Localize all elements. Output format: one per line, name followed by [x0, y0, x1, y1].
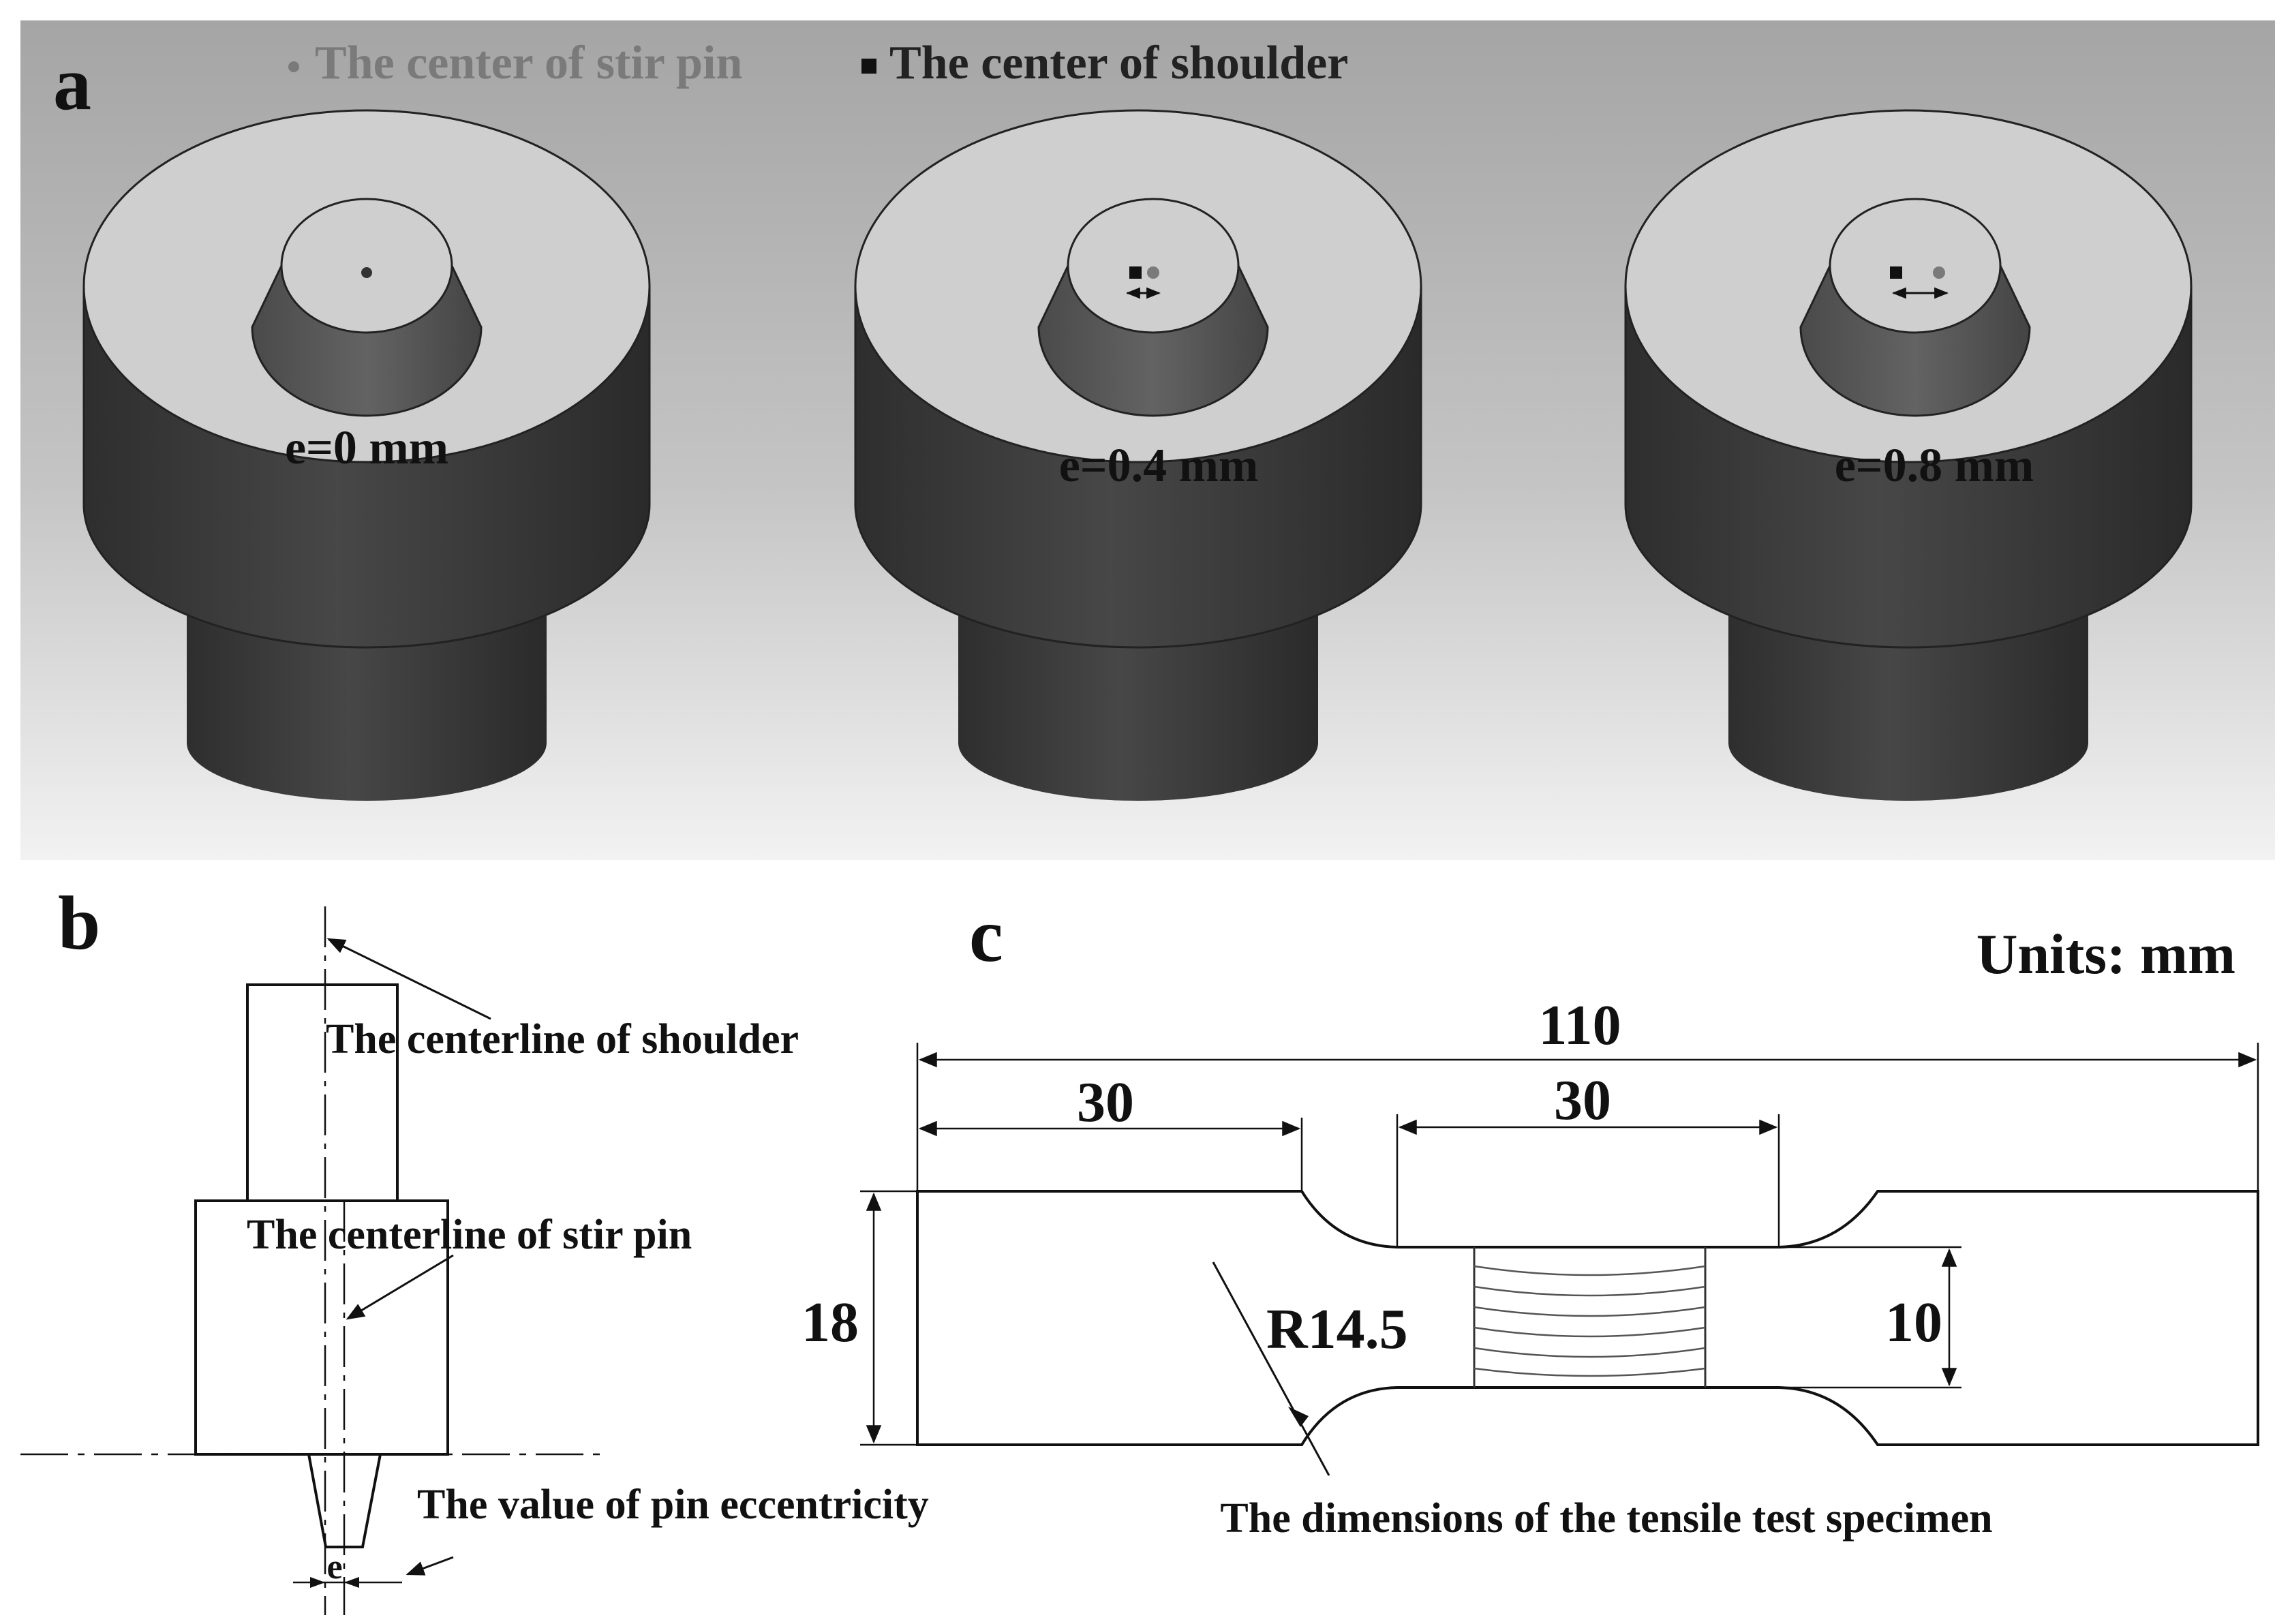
tool-pin-top	[1829, 198, 2002, 334]
dim-gauge-length-label: 30	[1554, 1069, 1611, 1132]
e-symbol: e	[326, 1548, 342, 1587]
weld-flow-line	[1474, 1347, 1706, 1358]
pin-center-marker	[1147, 266, 1159, 279]
weld-flow-line	[1474, 1367, 1706, 1377]
shoulder-centerline-leader	[326, 938, 491, 1020]
dim-gauge-width-label: 10	[1885, 1291, 1942, 1354]
panel-c: c Units: mm 110 30 30	[802, 893, 2259, 1542]
shoulder-center-marker	[1129, 266, 1142, 279]
weld-flow-line	[1474, 1285, 1706, 1297]
panel-a-label: a	[53, 42, 91, 126]
pin-centerline-leader	[346, 1254, 454, 1320]
weld-region	[1473, 1247, 1707, 1388]
panel-c-label: c	[969, 893, 1003, 978]
e-arrow-left	[310, 1577, 325, 1588]
weld-flow-line	[1474, 1265, 1706, 1276]
dim-total-length-label: 110	[1538, 994, 1621, 1057]
legend-pin-center-marker	[288, 61, 299, 72]
tool-e0: e=0 mm	[82, 109, 651, 801]
tool-e08: e=0.8 mm	[1624, 109, 2193, 801]
radius-leader	[1212, 1261, 1330, 1476]
eccentricity-label: The value of pin eccentricity	[417, 1482, 929, 1528]
panel-b-label: b	[58, 881, 100, 966]
legend-pin-center-label: The center of stir pin	[315, 37, 742, 89]
eccentricity-label: e=0.4 mm	[1059, 440, 1259, 492]
weld-flow-line	[1474, 1306, 1706, 1317]
eccentricity-leader	[406, 1556, 454, 1576]
radius-label: R14.5	[1266, 1298, 1408, 1361]
eccentricity-label: e=0 mm	[285, 422, 448, 474]
e-arrow-right	[344, 1577, 359, 1588]
weld-flow-line	[1474, 1326, 1706, 1338]
tool-pin-top	[280, 198, 453, 334]
shoulder-center-marker	[1890, 266, 1902, 279]
pin-center-marker	[1933, 266, 1945, 279]
pin-centerline-label: The centerline of stir pin	[247, 1212, 692, 1258]
specimen-caption: The dimensions of the tensile test speci…	[1220, 1495, 1992, 1542]
shoulder-centerline-label: The centerline of shoulder	[326, 1016, 799, 1062]
tool-e04: e=0.4 mm	[854, 109, 1422, 801]
legend-shoulder-center-marker	[861, 59, 876, 74]
units-label: Units: mm	[1976, 923, 2235, 986]
legend-shoulder-center-label: The center of shoulder	[889, 37, 1348, 89]
dim-width-label: 18	[802, 1291, 859, 1354]
specimen-outline	[916, 1190, 2259, 1446]
legend: The center of stir pin The center of sho…	[288, 37, 1348, 89]
panel-a: a The center of stir pin The center of s…	[20, 20, 2275, 860]
dim-grip-length-label: 30	[1077, 1071, 1134, 1134]
center-coincident-marker	[361, 267, 372, 278]
tool-pin-top	[1067, 198, 1240, 334]
radius-arrow	[1288, 1407, 1309, 1427]
panel-b: b The centerline of shoulder The centerl…	[20, 881, 929, 1615]
eccentricity-label: e=0.8 mm	[1835, 440, 2034, 492]
